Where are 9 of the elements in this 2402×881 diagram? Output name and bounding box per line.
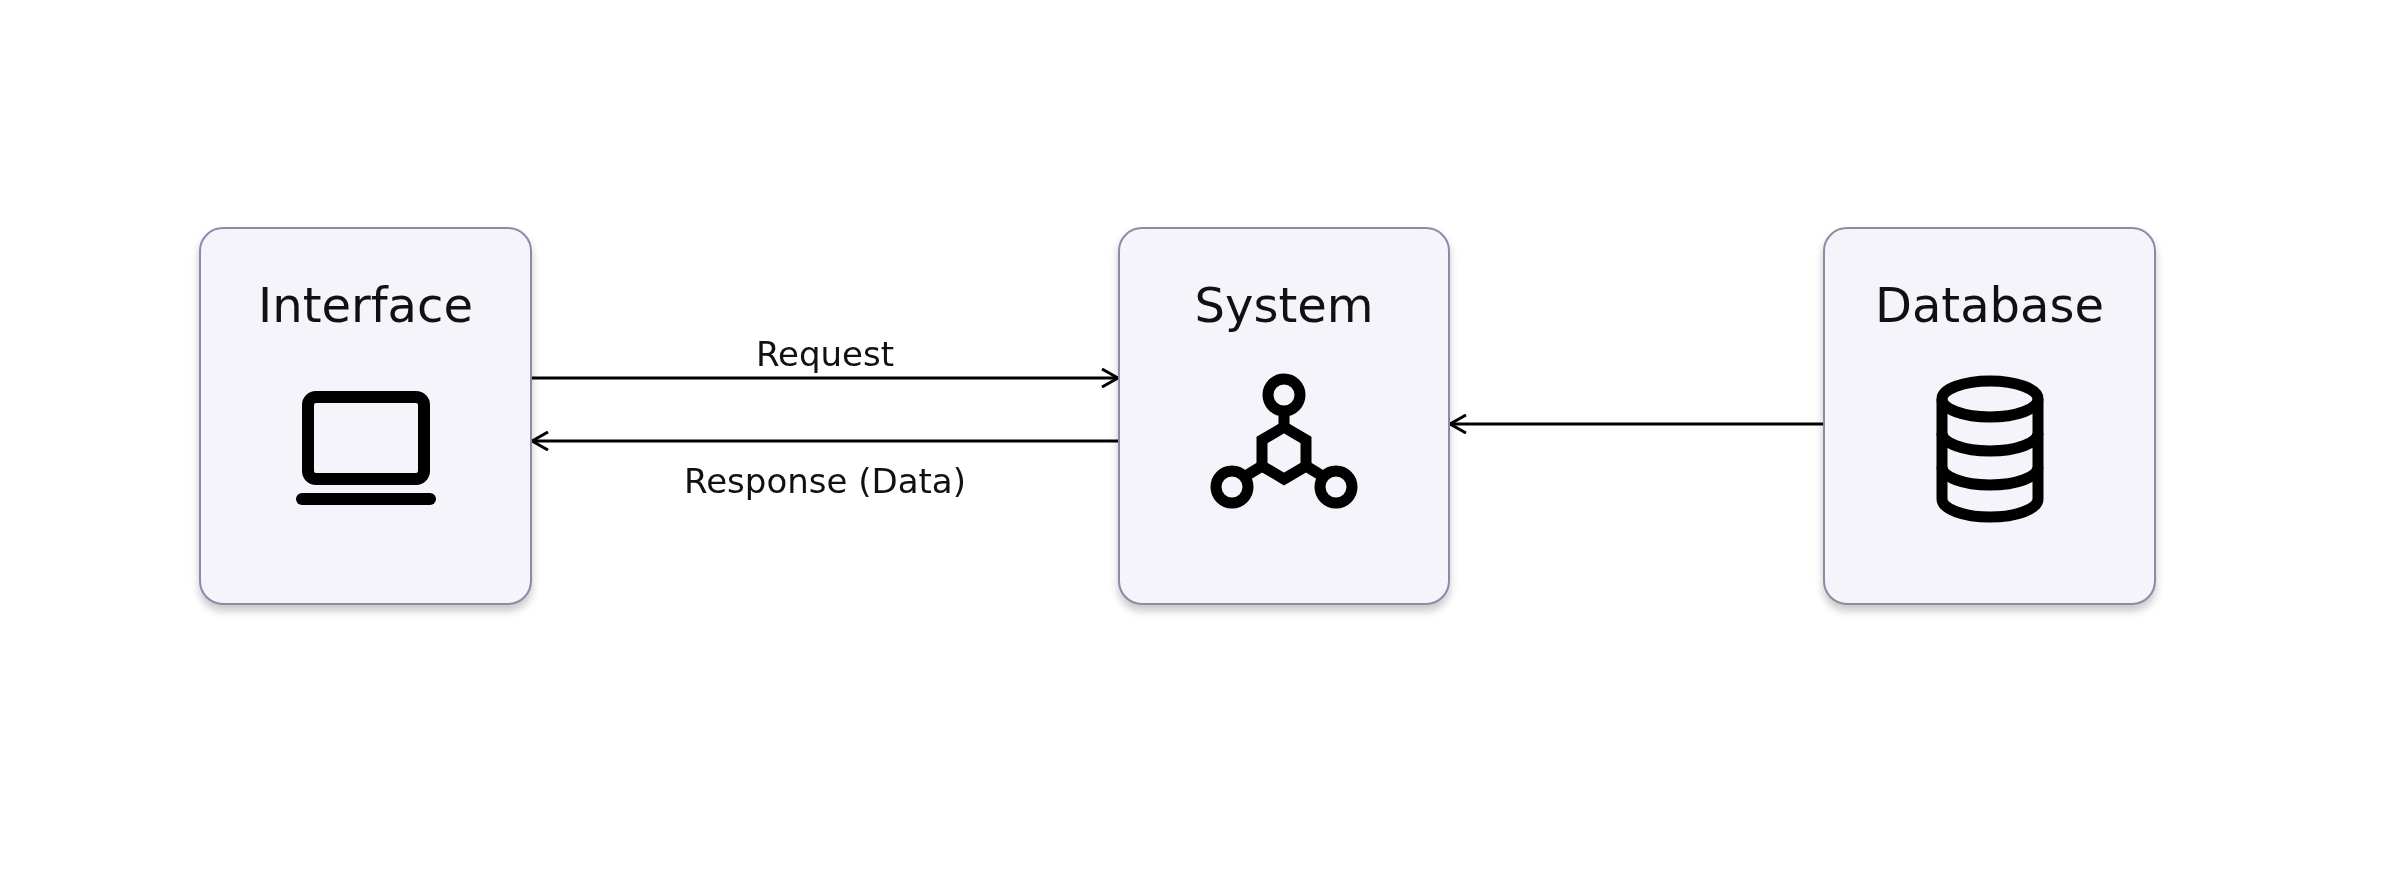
card-title: Database bbox=[1875, 277, 2104, 333]
arrow bbox=[530, 430, 1118, 452]
component-card bbox=[1118, 227, 1450, 605]
arrow bbox=[532, 367, 1120, 389]
arrow bbox=[1448, 413, 1823, 435]
card-title: Interface bbox=[258, 277, 473, 333]
component-card bbox=[1823, 227, 2156, 605]
component-card bbox=[199, 227, 532, 605]
card-title: System bbox=[1194, 277, 1374, 333]
